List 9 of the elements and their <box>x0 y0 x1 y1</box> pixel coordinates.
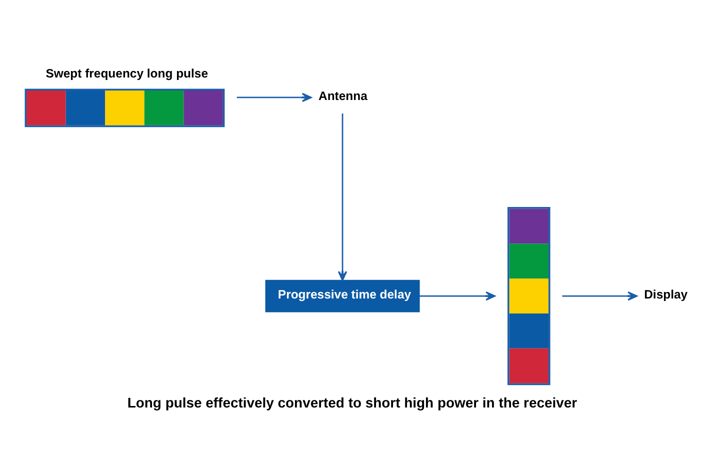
arrow <box>420 290 496 300</box>
node-label: Swept frequency long pulse <box>46 66 208 80</box>
node-text: Display <box>644 286 688 301</box>
caption: Long pulse effectively converted to short high power in the receiver <box>127 394 578 410</box>
arrow <box>236 92 312 102</box>
arrow <box>338 112 348 280</box>
node-box: Progressive time delay <box>265 279 420 312</box>
node-text: Antenna <box>318 88 368 102</box>
arrow <box>562 290 638 300</box>
